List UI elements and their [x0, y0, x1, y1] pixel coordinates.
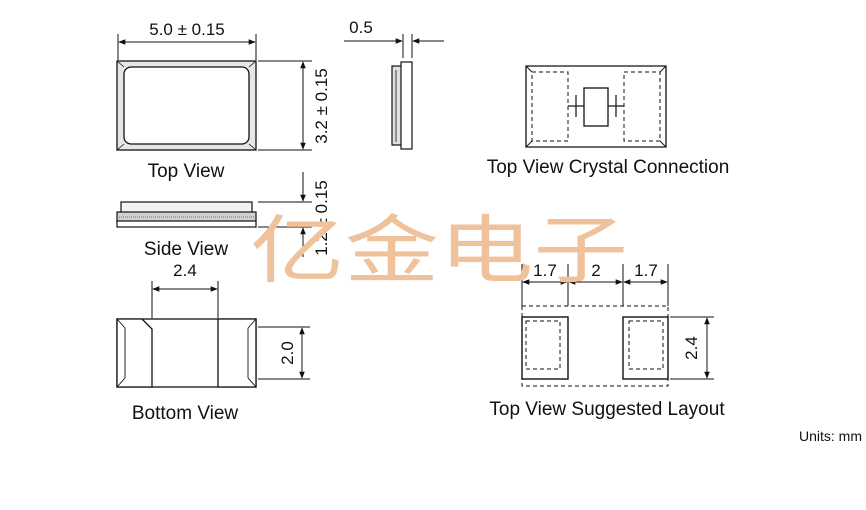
top-view-lid: [123, 66, 250, 145]
suggested-layout-view: 1.7 2 1.7 2.4 Top View Suggested Layout: [489, 261, 725, 420]
side-view: 1.2 ± 0.15 Side View: [116, 172, 331, 260]
crystal-connection-view: Top View Crystal Connection: [487, 65, 730, 178]
layout-gap-label: 2: [591, 261, 600, 280]
top-view-width-label: 3.2 ± 0.15: [312, 68, 331, 144]
crystal-connection-label: Top View Crystal Connection: [487, 157, 730, 178]
layout-pad-left-label: 1.7: [533, 261, 557, 280]
layout-pad-right: [622, 316, 669, 380]
crystal-pad-right: [623, 71, 661, 142]
units-note: Units: mm: [799, 428, 862, 444]
pad-spacing-label: 2.4: [173, 261, 197, 280]
top-view: 5.0 ± 0.15 3.2 ± 0.15 Top View: [116, 20, 331, 182]
top-view-length-label: 5.0 ± 0.15: [149, 20, 225, 39]
bottom-view-label: Bottom View: [132, 403, 239, 424]
layout-height-label: 2.4: [682, 336, 701, 360]
crystal-pad-left: [531, 71, 569, 142]
bottom-view: 2.4 2.0 Bottom View: [116, 261, 310, 424]
layout-pad-right-label: 1.7: [634, 261, 658, 280]
watermark: 亿金电子: [250, 208, 628, 294]
bottom-view-pad-right: [217, 318, 257, 388]
thickness-label: 0.5: [349, 18, 373, 37]
pad-height-label: 2.0: [278, 341, 297, 365]
side-view-label: Side View: [144, 239, 228, 260]
suggested-layout-label: Top View Suggested Layout: [489, 399, 725, 420]
top-view-label: Top View: [148, 161, 225, 182]
bottom-view-pad-left: [116, 318, 153, 388]
end-view: 0.5: [344, 18, 444, 150]
layout-pad-left: [521, 316, 569, 380]
side-view-height-label: 1.2 ± 0.15: [312, 180, 331, 256]
crystal-symbol: [583, 87, 609, 127]
end-view-lid: [400, 61, 413, 150]
